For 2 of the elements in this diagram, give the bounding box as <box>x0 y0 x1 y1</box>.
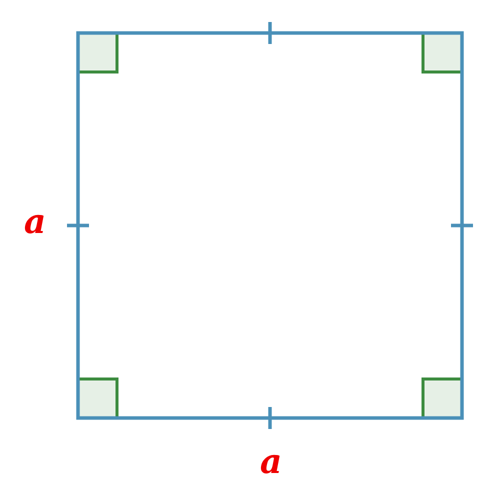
side-length-label: a <box>24 205 46 239</box>
side-length-label: a <box>260 445 282 479</box>
